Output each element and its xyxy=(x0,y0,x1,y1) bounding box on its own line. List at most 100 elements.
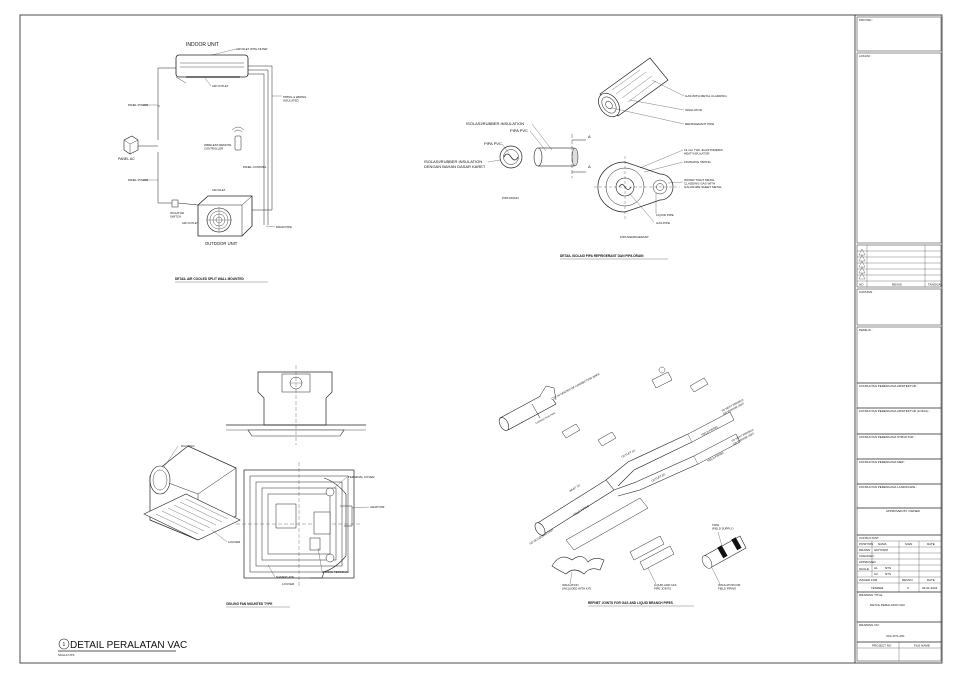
tb-drawing-no-label: DRAWING NO : xyxy=(859,623,881,627)
indoor-unit-body xyxy=(175,54,249,78)
air-outlet-label: AIR OUTLET xyxy=(212,84,229,88)
tb-project-no: PROJECT NO xyxy=(872,644,892,648)
tb-catatan: CATATAN : xyxy=(859,290,874,294)
tb-rev-desc: REVISI xyxy=(892,283,902,287)
air-inlet-filter-label: AIR INLET WITH FILTER xyxy=(236,47,267,51)
refrigerant-pipe-label: REFRIGERANT PIPE xyxy=(685,122,714,126)
insulation-kit-drawing xyxy=(551,535,747,575)
pvc-label-1: PIPA PVC xyxy=(510,128,528,133)
tb-scale-a1: A1 xyxy=(874,566,878,570)
remote-controller-icon xyxy=(231,126,245,151)
tb-checked: CHECKED xyxy=(859,554,875,558)
tb-date-2: DATE xyxy=(927,578,935,582)
tb-drawing-title: DETAIL PERALATAN VAC xyxy=(870,603,906,607)
detail-split-wall-mounted: INDOOR UNIT AIR INLET WITH FILTER AIR OU… xyxy=(118,42,306,283)
outlet-1-label: OUTLET (1) xyxy=(621,448,636,459)
tb-date: DATE xyxy=(927,542,935,546)
rubber-insulation-label-1: ISOLASI/RUBBER INSULATION xyxy=(466,121,524,126)
outdoor-unit-label: OUTDOOR UNIT xyxy=(205,241,238,246)
insulator-label: INSULATOR xyxy=(685,108,703,112)
sheet-border xyxy=(19,14,943,664)
cut-center-label: CUT IN CENTER OF CONNECTION AREA xyxy=(551,372,601,401)
sheet-title-text: DETAIL PERALATAN VAC xyxy=(70,640,187,651)
detail-insulation: GAS WITH METAL CLADDING INSULATOR REFRIG… xyxy=(424,57,727,260)
tape-label: TAPE(FIELD SUPPLY) xyxy=(712,523,733,531)
tb-tender: TENDER xyxy=(871,586,884,590)
tb-file-name: FILE NAME xyxy=(914,644,930,648)
tb-issued-for: ISSUED FOR xyxy=(859,578,878,582)
tb-scale-a3: A3 xyxy=(874,572,878,576)
tb-kons-landscape: KONSULTAN PERENCANA LANDSCAPE : xyxy=(859,485,917,489)
indoor-unit-label: INDOOR UNIT xyxy=(186,42,219,48)
detail-refnet-caption: REFNET JOINTS FOR GAS AND LIQUID BRANCH … xyxy=(588,601,673,605)
detail-refnet: CUT IN CENTER OF CONNECTION AREA CONNECT… xyxy=(498,366,756,607)
panel-control-label: PANEL CONTROL xyxy=(243,165,267,169)
cassette-plan xyxy=(236,462,362,586)
adaptor-label: ADAPTOR xyxy=(370,505,385,509)
panel-ac-box xyxy=(123,135,139,155)
tb-proyek: PROYEK : xyxy=(859,18,873,22)
drain-pipe-label-2: PIPA DRAIN xyxy=(502,196,519,200)
insulated-pipe-isometric xyxy=(598,57,669,118)
inlet-label: INLET (1) xyxy=(568,483,580,493)
sheet-title-block: 1 DETAIL PERALATAN VAC SKALA NTS xyxy=(58,638,187,657)
section-mark-a-2: A xyxy=(588,164,591,169)
louver-label-1: LOUVER xyxy=(228,540,241,544)
tb-drawing-title-label: DRAWING TITLE xyxy=(859,593,882,597)
tb-pemilik: PEMILIK : xyxy=(859,328,873,332)
pvc-label-2: PIPA PVC xyxy=(484,141,502,146)
tb-rev-no: NO xyxy=(859,283,864,287)
outlet-2-label: OUTLET (2) xyxy=(651,472,666,483)
sheet-title-number: 1 xyxy=(63,642,66,648)
tb-kons-mep: KONSULTAN PERENCANA MEP : xyxy=(859,460,905,464)
sheet-title-scale: SKALA NTS xyxy=(58,653,74,657)
wiring-terminal-label: WIRING TERMINAL xyxy=(322,570,349,574)
gas-cladding-label: GAS WITH METAL CLADDING xyxy=(685,94,727,98)
panel-power-label-1: PANEL POWER xyxy=(128,103,148,107)
tb-sign: SIGN xyxy=(905,542,912,546)
tb-nts-1: NTS xyxy=(885,566,891,570)
detail-cassette-caption: CEILING FAN MOUNTED TYPE xyxy=(226,602,272,606)
tb-nama: NAMA xyxy=(878,542,887,546)
tb-nts-2: NTS xyxy=(885,572,891,576)
tb-drawing-no: VAC-DTL-001 xyxy=(886,634,905,638)
tb-kons-arsitektur-lokal: KONSULTAN PERENCANA ARSITEKTUR (LOKAL) : xyxy=(859,409,930,413)
ducting-label: DUCTING xyxy=(181,444,195,448)
title-block: PROYEK : LOKASI : NO REVISI TANGGAL CATA… xyxy=(856,16,942,662)
next-branch-label-2: TO NEXT BRANCHOR INDOOR UNIT xyxy=(731,428,756,446)
detail-insulation-caption: DETAIL ISOLASI PIPA REFRIGERANT DAN PIPA… xyxy=(560,254,644,258)
nameplate-label: NAMEPLATE xyxy=(276,575,294,579)
tb-revision-table: NO REVISI TANGGAL xyxy=(856,244,942,288)
air-inlet-label: AIR INLET xyxy=(212,188,226,192)
panel-power-label-2: PANEL POWER xyxy=(128,178,148,182)
tb-scale: SCALE xyxy=(859,567,869,571)
refnet-y-joint xyxy=(534,411,741,551)
tb-revno: REVNO xyxy=(902,578,913,582)
detail-split-caption: DETAIL AIR COOLED SPLIT WALL MOUNTED xyxy=(175,277,244,281)
refrigerant-label: PIPA REFRIGERANT xyxy=(620,235,649,239)
terminal-cover-label: TERMINAL COVER xyxy=(348,475,375,479)
section-mark-a-1: A xyxy=(588,134,591,139)
tb-lokasi: LOKASI : xyxy=(859,54,872,58)
insulation-kit-label: INSULATION(INCLUDED WITH KIT) xyxy=(562,583,591,591)
tb-kons-arsitektur: KONSULTAN PERENCANA ARSITEKTUR : xyxy=(859,384,918,388)
tb-position: POSITION xyxy=(859,542,873,546)
next-branch-label-1: TO NEXT BRANCHOR INDOOR UNIT xyxy=(721,398,746,416)
louver-label-2: LOUVER xyxy=(282,582,295,586)
isolator-switch-icon xyxy=(171,199,179,208)
cassette-elevation xyxy=(226,365,366,445)
tb-rev-val: 0 xyxy=(907,586,909,590)
finishing-taping-label: FINISHING TAPING xyxy=(684,160,712,164)
tb-kons-struktur: KONSULTAN PERENCANA STRUKTUR : xyxy=(859,435,915,439)
tb-rev-date: TANGGAL xyxy=(928,283,942,287)
air-outlet-label-2: AIR OUTLET xyxy=(182,221,199,225)
